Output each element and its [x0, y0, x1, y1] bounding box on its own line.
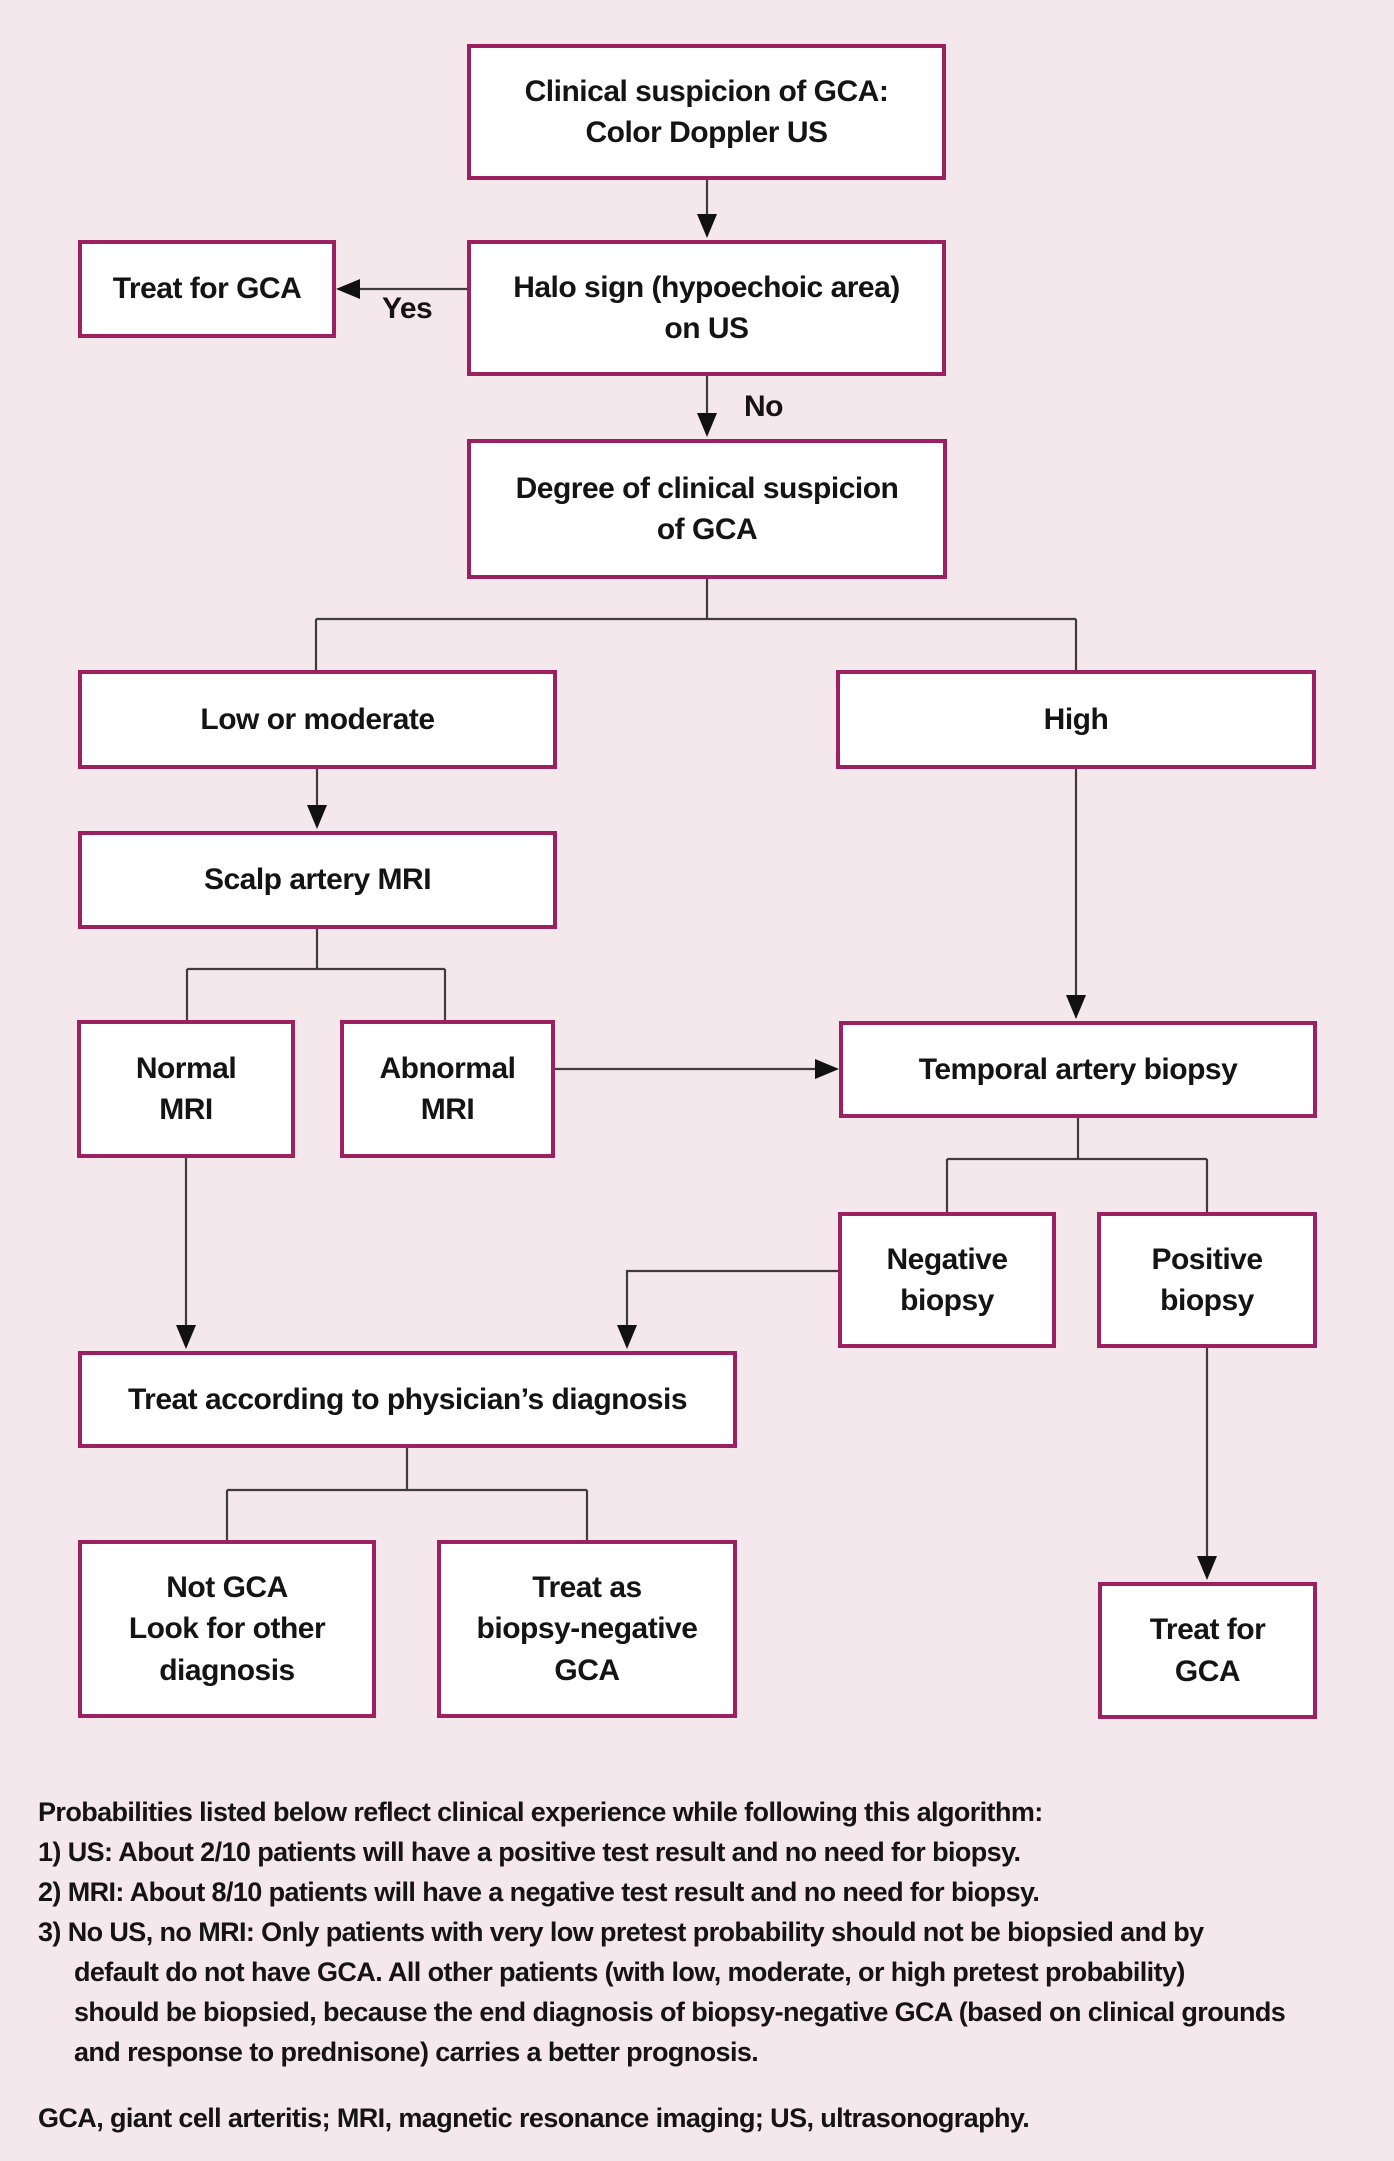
footnote-item-2-mri: 2) MRI: About 8/10 patients will have a …	[38, 1877, 1040, 1907]
edge-negative-to-treat-acc	[625, 1269, 838, 1327]
arrowhead-negative-to-treat-acc	[617, 1325, 637, 1349]
edge-temporal-split-negative-positive	[945, 1118, 1209, 1212]
node-negative-biopsy: Negative biopsy	[838, 1212, 1056, 1348]
footnote-abbreviations: GCA, giant cell arteritis; MRI, magnetic…	[38, 2103, 1030, 2133]
arrowhead-high-to-temporal	[1066, 995, 1086, 1019]
node-treat-per-physicians-diagnosis: Treat according to physician’s diagnosis	[78, 1351, 737, 1448]
node-treat-for-gca-positive: Treat for GCA	[1098, 1582, 1317, 1719]
node-not-gca-other-diagnosis: Not GCA Look for other diagnosis	[78, 1540, 376, 1718]
arrowhead-normal-to-treat-acc	[176, 1325, 196, 1349]
footnote-item-3-cont-3: and response to prednisone) carries a be…	[74, 2037, 759, 2067]
edge-scalp-split-normal-abnormal	[185, 929, 447, 1020]
node-temporal-artery-biopsy: Temporal artery biopsy	[839, 1021, 1317, 1118]
footnote-intro: Probabilities listed below reflect clini…	[38, 1797, 1043, 1827]
node-low-or-moderate: Low or moderate	[78, 670, 557, 769]
node-halo-sign-on-us: Halo sign (hypoechoic area) on US	[467, 240, 946, 376]
arrowhead-halo-to-treat-yes	[336, 279, 360, 299]
footnotes-block: Probabilities listed below reflect clini…	[38, 1792, 1368, 2138]
arrowhead-clinical-to-halo	[697, 214, 717, 238]
node-positive-biopsy: Positive biopsy	[1097, 1212, 1317, 1348]
edge-degree-split-low-high	[314, 579, 1078, 670]
footnote-item-1-us: 1) US: About 2/10 patients will have a p…	[38, 1837, 1021, 1867]
edge-treat-acc-split	[225, 1448, 589, 1540]
node-clinical-suspicion-doppler: Clinical suspicion of GCA: Color Doppler…	[467, 44, 946, 180]
node-abnormal-mri: Abnormal MRI	[340, 1020, 555, 1158]
footnote-item-3-cont-2: should be biopsied, because the end diag…	[74, 1997, 1286, 2027]
arrowhead-halo-to-degree	[697, 413, 717, 437]
node-treat-for-gca-yes: Treat for GCA	[78, 240, 336, 338]
edge-label-yes: Yes	[382, 292, 433, 325]
arrowhead-abnormal-to-temporal	[815, 1059, 839, 1079]
footnote-item-3-cont-1: default do not have GCA. All other patie…	[74, 1957, 1185, 1987]
footnote-item-3-no-us-no-mri: 3) No US, no MRI: Only patients with ver…	[38, 1917, 1204, 1947]
arrowhead-positive-to-treat-gca	[1197, 1556, 1217, 1580]
node-high: High	[836, 670, 1316, 769]
node-normal-mri: Normal MRI	[77, 1020, 295, 1158]
arrowhead-low-to-scalp	[307, 805, 327, 829]
edge-label-no: No	[744, 390, 784, 423]
node-treat-as-biopsy-negative-gca: Treat as biopsy-negative GCA	[437, 1540, 737, 1718]
node-scalp-artery-mri: Scalp artery MRI	[78, 831, 557, 929]
node-degree-of-clinical-suspicion: Degree of clinical suspicion of GCA	[467, 439, 947, 579]
